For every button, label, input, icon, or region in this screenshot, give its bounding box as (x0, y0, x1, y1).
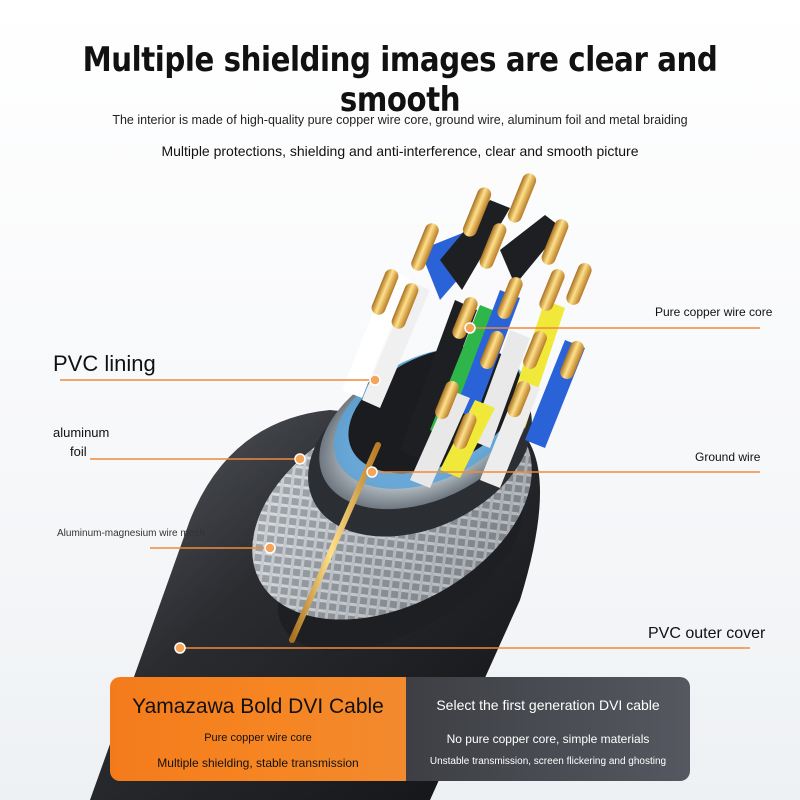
subtitle-protection: Multiple protections, shielding and anti… (161, 143, 639, 159)
callout-lines (60, 327, 760, 649)
label-wire-mesh: Aluminum-magnesium wire mesh (57, 528, 205, 539)
copper-conductors (371, 173, 592, 450)
comparison-right-line1: No pure copper core, simple materials (446, 732, 650, 746)
comparison-left-line1: Pure copper wire core (204, 732, 312, 744)
comparison-left-line2: Multiple shielding, stable transmission (157, 756, 359, 770)
label-outer-cover: PVC outer cover (648, 625, 766, 642)
callout-dots (174, 322, 476, 654)
subtitle-materials: The interior is made of high-quality pur… (112, 113, 688, 127)
label-aluminum-foil-line1: aluminum (53, 425, 110, 440)
comparison-panel-yamazawa: Yamazawa Bold DVI Cable Pure copper wire… (110, 677, 406, 781)
label-copper-core: Pure copper wire core (655, 305, 773, 319)
comparison-left-title: Yamazawa Bold DVI Cable (132, 695, 384, 718)
headline: Multiple shielding images are clear and … (82, 40, 718, 120)
comparison-panel-generic: Select the first generation DVI cable No… (406, 677, 690, 781)
comparison-right-line2: Unstable transmission, screen flickering… (429, 756, 667, 767)
comparison-right-title: Select the first generation DVI cable (436, 697, 660, 713)
label-ground-wire: Ground wire (695, 450, 761, 464)
label-aluminum-foil-line2: foil (70, 444, 87, 459)
label-pvc-lining: PVC lining (53, 351, 156, 376)
ground-wire-shape (289, 442, 381, 643)
